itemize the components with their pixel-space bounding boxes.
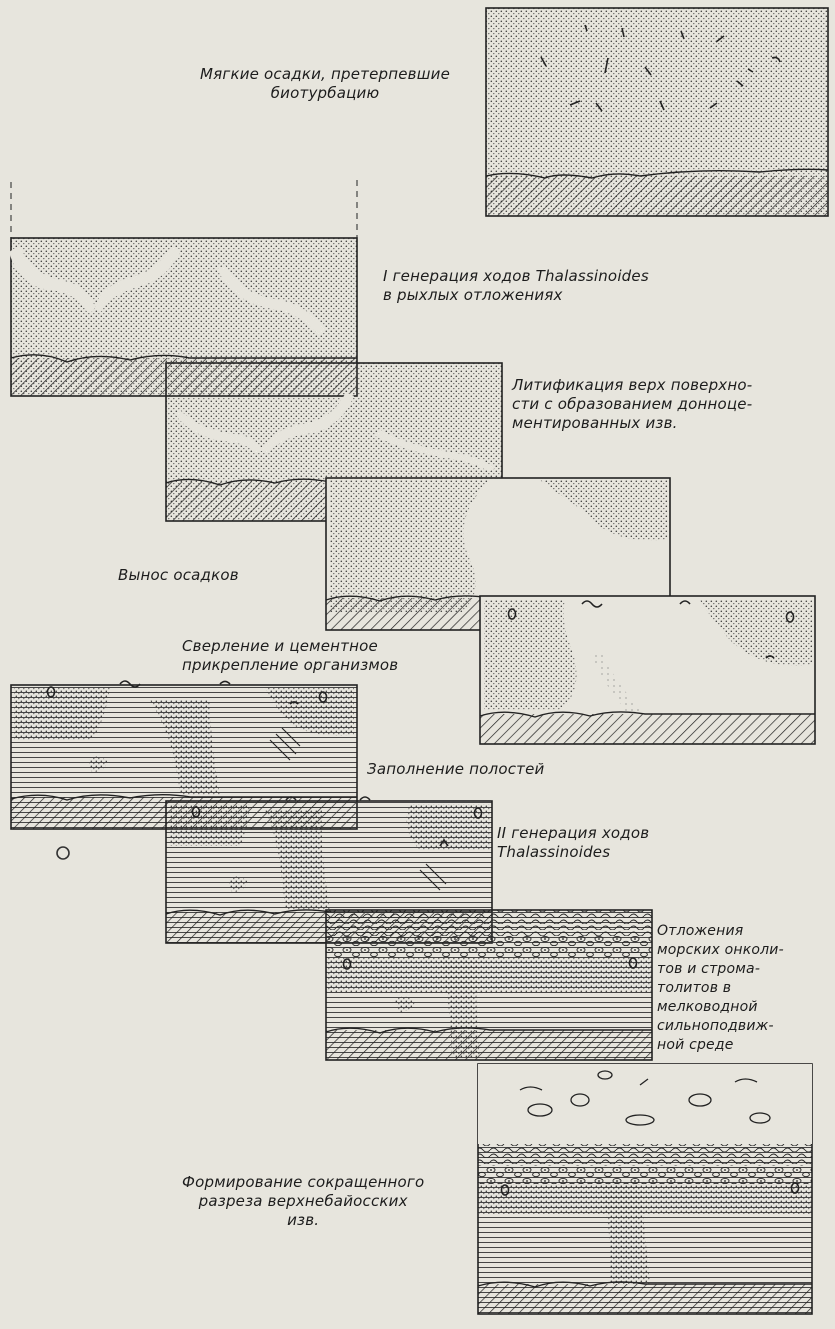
caption-soft-sediment: Мягкие осадки, претерпевшие биотурбацию xyxy=(200,65,450,103)
caption-filling: Заполнение полостей xyxy=(367,760,544,779)
caption-line: I генерация ходов Thalassinoides xyxy=(383,267,649,286)
caption-line: Формирование сокращенного xyxy=(182,1173,424,1192)
caption-line: сти с образованием донноце- xyxy=(512,395,752,414)
caption-line: Заполнение полостей xyxy=(367,760,544,779)
caption-line: Сверление и цементное xyxy=(182,637,398,656)
caption-line: II генерация ходов xyxy=(497,824,649,843)
caption-line: изв. xyxy=(182,1211,424,1230)
caption-final: Формирование сокращенного разреза верхне… xyxy=(182,1173,424,1230)
panel-soft-sediment xyxy=(486,8,828,216)
caption-line: морских онколи- xyxy=(657,941,784,960)
caption-removal: Вынос осадков xyxy=(118,566,239,585)
caption-line: Мягкие осадки, претерпевшие xyxy=(200,65,450,84)
caption-oncolites: Отложения морских онколи- тов и строма- … xyxy=(657,922,784,1055)
caption-gen1: I генерация ходов Thalassinoides в рыхлы… xyxy=(383,267,649,305)
caption-line: сильноподвиж- xyxy=(657,1017,784,1036)
caption-boring: Сверление и цементное прикрепление орган… xyxy=(182,637,398,675)
panel-condensed-section xyxy=(478,1064,812,1314)
caption-line: разреза верхнебайосских xyxy=(182,1192,424,1211)
caption-gen2: II генерация ходов Thalassinoides xyxy=(497,824,649,862)
caption-line: Отложения xyxy=(657,922,784,941)
caption-line: мелководной xyxy=(657,998,784,1017)
circle-mark xyxy=(57,847,69,859)
caption-line: тов и строма- xyxy=(657,960,784,979)
caption-line: в рыхлых отложениях xyxy=(383,286,649,305)
caption-line: толитов в xyxy=(657,979,784,998)
caption-line: ной среде xyxy=(657,1036,784,1055)
caption-lithification: Литификация верх поверхно- сти с образов… xyxy=(512,376,752,433)
caption-line: ментированных изв. xyxy=(512,414,752,433)
panel-boring xyxy=(480,596,815,744)
caption-line: биотурбацию xyxy=(200,84,450,103)
caption-line: Вынос осадков xyxy=(118,566,239,585)
caption-line: Литификация верх поверхно- xyxy=(512,376,752,395)
caption-line: Thalassinoides xyxy=(497,843,649,862)
panel-oncolites xyxy=(326,910,652,1060)
caption-line: прикрепление организмов xyxy=(182,656,398,675)
